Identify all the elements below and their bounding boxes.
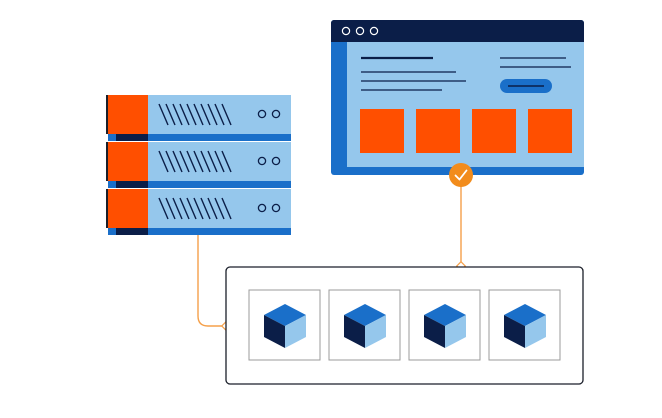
server-base-shadow	[116, 228, 148, 235]
server-to-container-connector	[197, 231, 226, 327]
cube-tile	[488, 289, 561, 361]
server-light	[257, 156, 267, 166]
cube-left	[504, 315, 525, 348]
window-titlebar-edge	[331, 36, 584, 42]
server-base	[108, 134, 291, 141]
container-box	[225, 266, 584, 385]
server-light	[271, 109, 281, 119]
window-dot	[341, 26, 351, 36]
window-dot	[355, 26, 365, 36]
cube-left	[264, 315, 285, 348]
server-edge	[106, 142, 108, 181]
window-tile	[360, 109, 404, 153]
cube-icon	[344, 304, 386, 348]
server-edge	[106, 95, 108, 134]
window-tile	[416, 109, 460, 153]
cube-tiles	[248, 289, 561, 361]
server-vent-lines	[158, 197, 232, 220]
server-front-panel	[108, 142, 148, 181]
cube-right	[365, 315, 386, 348]
server-light	[271, 203, 281, 213]
cube-right	[445, 315, 466, 348]
server-unit-2	[106, 142, 291, 188]
server-front-panel	[108, 189, 148, 228]
server-vent-lines	[158, 150, 232, 173]
browser-window-icon	[331, 20, 584, 175]
server-front-panel	[108, 95, 148, 134]
server-base-shadow	[116, 181, 148, 188]
server-light	[257, 203, 267, 213]
server-unit-3	[106, 189, 291, 235]
cube-left	[424, 315, 445, 348]
check-mark	[454, 169, 468, 181]
server-base	[108, 228, 291, 235]
window-text-lines	[361, 56, 571, 91]
cube-tile	[408, 289, 481, 361]
server-rack-icon	[106, 95, 291, 235]
check-badge-circle	[449, 163, 473, 187]
server-base-shadow	[116, 134, 148, 141]
cube-icon	[504, 304, 546, 348]
check-icon	[449, 163, 473, 187]
server-unit-1	[106, 95, 291, 141]
cube-icon	[424, 304, 466, 348]
cube-tile	[328, 289, 401, 361]
window-dot	[369, 26, 379, 36]
cube-left	[344, 315, 365, 348]
window-tile	[528, 109, 572, 153]
cube-right	[285, 315, 306, 348]
cube-tile	[248, 289, 321, 361]
cube-right	[525, 315, 546, 348]
window-controls	[341, 26, 379, 36]
server-light	[271, 156, 281, 166]
cube-icon	[264, 304, 306, 348]
server-vent-lines	[158, 103, 232, 126]
server-light	[257, 109, 267, 119]
server-base	[108, 181, 291, 188]
server-edge	[106, 189, 108, 228]
window-tile	[472, 109, 516, 153]
window-tiles	[360, 109, 572, 153]
